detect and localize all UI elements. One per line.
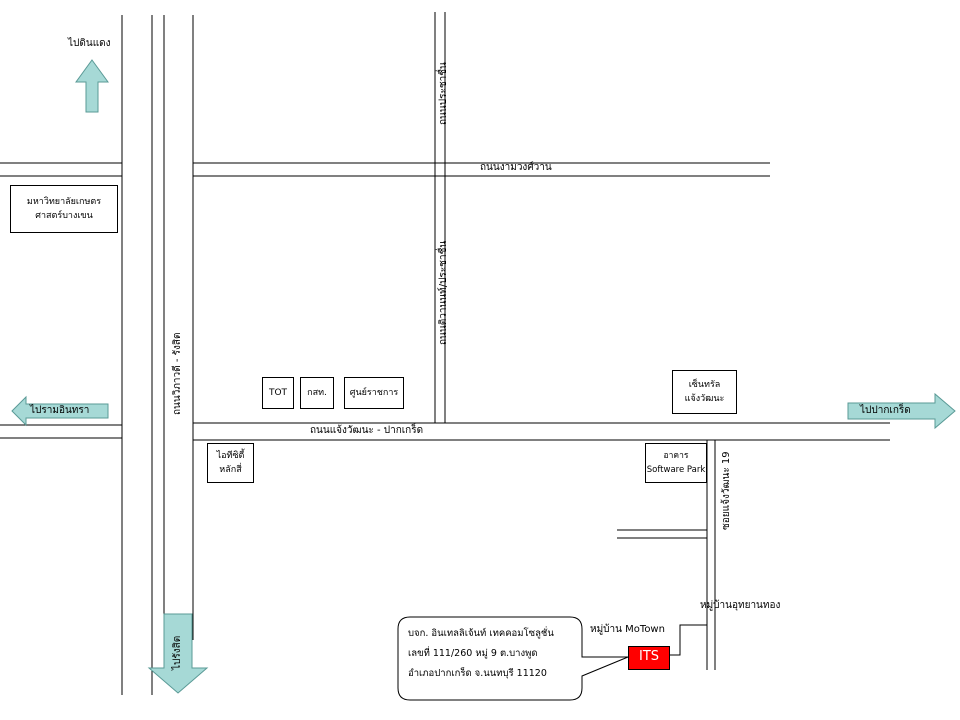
place-government-center: ศูนย์ราชการ [344,377,404,409]
arrow-down-rangsit [147,613,209,694]
place-government-center-label: ศูนย์ราชการ [349,388,399,398]
place-motown: หมู่บ้าน MoTown [590,624,665,635]
place-it-city-line1: ไอทีซิตี้ [216,451,245,461]
address-line-3: อำเภอปากเกร็ด จ.นนทบุรี 11120 [408,668,547,679]
place-udom-thong: หมู่บ้านอุทยานทอง [700,600,781,611]
road-mid-vertical: ถนนติวานนท์/ประชาชื่น [438,240,449,345]
label-to-rangsit: ไปรังสิต [172,635,183,670]
label-to-ram-inthra: ไปรามอินทรา [30,405,90,416]
place-central-line2: แจ้งวัฒนะ [684,394,725,404]
road-soi-19: ซอยแจ้งวัฒนะ 19 [721,451,732,530]
arrow-right-pak-kret [847,392,956,430]
place-kasetsart: มหาวิทยาลัยเกษตร ศาสตร์บางเขน [10,185,118,233]
road-vibhavadi: ถนนวิภาวดี - รังสิต [172,332,183,415]
place-kasetsart-line1: มหาวิทยาลัยเกษตร [26,197,102,207]
place-central-line1: เซ็นทรัล [688,380,721,390]
its-marker: ITS [628,646,670,670]
place-central: เซ็นทรัล แจ้งวัฒนะ [672,370,737,414]
place-it-city-line2: หลักสี่ [219,465,242,475]
address-callout [397,616,629,701]
place-kasetsart-line2: ศาสตร์บางเขน [35,211,93,221]
place-software-park-line2: Software Park [646,465,706,475]
arrow-left-ram-inthra [11,395,109,427]
place-it-city: ไอทีซิตี้ หลักสี่ [207,443,254,483]
place-tot-label: TOT [268,388,288,398]
arrow-up-din-daeng [75,59,109,113]
road-ngam-wong-wan: ถนนงามวงศ์วาน [480,162,552,173]
road-prachachuen-upper: ถนนประชาชื่น [438,62,449,125]
label-to-din-daeng: ไปดินแดง [68,38,111,49]
address-line-1: บจก. อินเทลลิเจ้นท์ เทคคอมโซลูชั่น [408,628,554,639]
address-line-2: เลขที่ 111/260 หมู่ 9 ต.บางพูด [408,648,538,659]
place-kor-sor-tor: กสท. [300,377,334,409]
road-chaeng-watthana: ถนนแจ้งวัฒนะ - ปากเกร็ด [310,425,424,436]
place-kor-sor-tor-label: กสท. [307,388,327,398]
place-tot: TOT [262,377,294,409]
its-lane-line [670,624,707,656]
place-software-park-line1: อาคาร [663,451,689,461]
place-software-park: อาคาร Software Park [645,443,707,483]
label-to-pak-kret: ไปปากเกร็ด [860,405,911,416]
